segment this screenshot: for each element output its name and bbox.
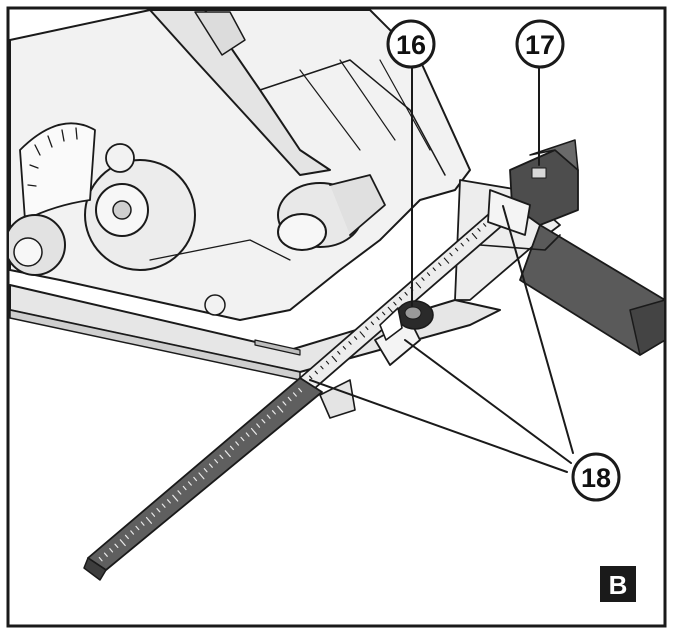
ruler-tick: [443, 257, 450, 264]
ruler-tick: [365, 326, 369, 331]
ruler-tick: [214, 459, 219, 464]
ruler-tick: [130, 530, 135, 535]
callout-17-label: 17: [525, 30, 555, 60]
upper-ruler-scale-ticks: [309, 208, 506, 380]
guide-clamp-rear: [479, 189, 561, 251]
ruler-tick: [245, 432, 250, 437]
ruler-tick: [471, 232, 478, 240]
callout-16: 16: [386, 19, 436, 69]
ruler-tick: [421, 277, 425, 281]
figure-letter-badge: B: [600, 566, 636, 602]
ruler-tick: [208, 463, 213, 468]
ruler-tick: [103, 552, 108, 557]
ruler-tick: [140, 521, 145, 526]
ruler-tick: [224, 450, 231, 458]
ruler-tick: [426, 272, 431, 276]
front-knob: [277, 174, 386, 251]
ruler-tick: [359, 331, 366, 338]
ruler-tick: [353, 336, 358, 340]
ruler-tick: [483, 223, 487, 227]
ruler-tick: [172, 494, 179, 502]
ruler-tick: [261, 419, 266, 424]
ruler-tick: [98, 556, 103, 562]
ruler-tick: [337, 350, 341, 355]
ruler-tick: [203, 468, 208, 473]
ruler-tick: [161, 503, 166, 508]
ruler-tick: [177, 490, 182, 495]
ruler-tick: [114, 543, 119, 549]
saw-body: [9, 9, 471, 321]
ruler-tick: [320, 365, 324, 370]
ruler-tick: [309, 375, 313, 380]
ruler-tick: [432, 267, 436, 272]
ruler-tick: [182, 485, 187, 491]
ruler-tick: [145, 516, 152, 524]
ruler-tick: [135, 525, 140, 531]
ruler-tick: [342, 346, 347, 350]
ruler-tick: [331, 355, 338, 363]
ruler-tick: [454, 247, 459, 252]
ruler-tick: [187, 481, 192, 486]
ruler-tick: [370, 321, 375, 326]
ruler-tick: [219, 454, 224, 459]
ruler-tick: [277, 405, 284, 413]
ruler-tick: [119, 539, 126, 547]
ruler-tick: [235, 441, 240, 446]
ruler-tick: [393, 301, 397, 306]
ruler-tick: [415, 282, 422, 289]
ruler-tick: [298, 387, 303, 393]
ruler-tick: [292, 392, 297, 397]
ruler-tick: [198, 472, 205, 480]
bevel-scale-dial: [19, 122, 96, 221]
callout-18-label: 18: [581, 463, 611, 493]
ruler-tick: [387, 306, 394, 313]
guide-holder-bar: [509, 139, 664, 356]
ruler-tick: [466, 237, 470, 242]
ruler-tick: [282, 401, 287, 406]
callout-18: 18: [571, 452, 621, 502]
ruler-tick: [124, 534, 129, 540]
callout-17: 17: [515, 19, 565, 69]
ruler-tick: [250, 427, 257, 435]
ruler-tick: [166, 499, 171, 504]
ruler-tick: [156, 508, 161, 513]
ruler-tick: [271, 410, 276, 415]
ruler-tick: [376, 316, 380, 321]
ruler-tick: [460, 242, 464, 247]
leader-lines: [309, 65, 574, 473]
ruler-tick: [193, 476, 198, 482]
ruler-tick: [229, 445, 234, 451]
ruler-tick: [256, 423, 261, 428]
ruler-tick: [449, 252, 453, 257]
ruler-tick: [240, 436, 245, 442]
ruler-tick: [348, 341, 352, 345]
locking-knob: [379, 300, 434, 341]
ruler-tick: [404, 291, 408, 296]
callout-16-label: 16: [396, 30, 426, 60]
ruler-tick: [151, 512, 156, 517]
ruler-tick: [382, 311, 386, 316]
ruler-scale-ticks: [98, 387, 303, 562]
ruler-tick: [325, 360, 330, 365]
ruler-tick: [109, 547, 114, 553]
figure-letter: B: [609, 570, 628, 600]
ruler-tick: [266, 414, 271, 419]
ruler-tick: [314, 370, 318, 375]
ruler-tick: [438, 262, 442, 267]
ruler-tick: [477, 228, 481, 232]
ruler-tick: [287, 396, 292, 402]
ruler-tick: [398, 296, 403, 301]
